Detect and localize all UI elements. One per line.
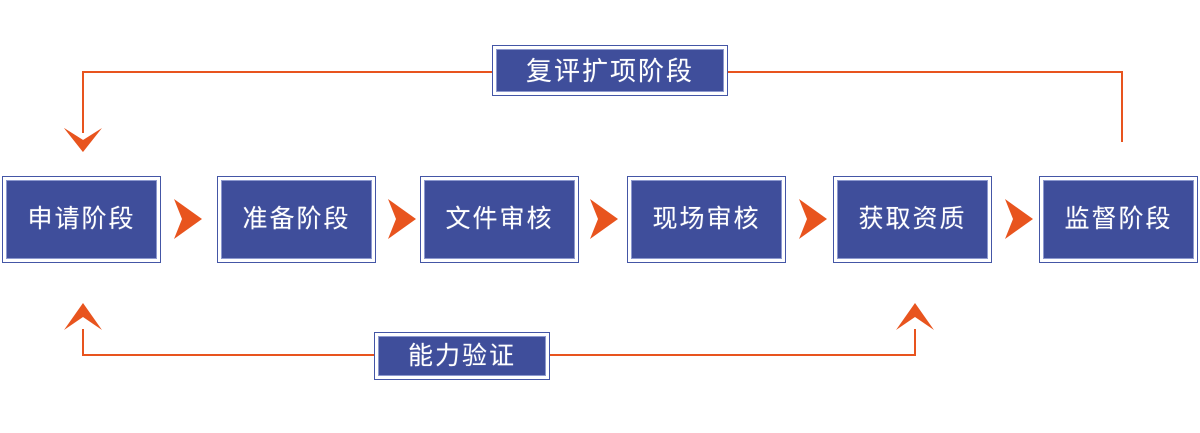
- node-supervise[interactable]: 监督阶段: [1039, 176, 1198, 263]
- node-reassessment-fill: 复评扩项阶段: [496, 49, 724, 92]
- bottom-feedback-connector-right: [550, 329, 916, 356]
- arrowhead-up-to-apply: [64, 303, 102, 330]
- node-qualify-fill: 获取资质: [837, 180, 988, 259]
- chevron-onsite-to-qualify: [799, 199, 827, 239]
- node-proficiency[interactable]: 能力验证: [374, 332, 550, 380]
- bottom-feedback-connector-left: [82, 329, 374, 356]
- node-prepare-label: 准备阶段: [242, 205, 351, 233]
- node-qualify[interactable]: 获取资质: [833, 176, 992, 263]
- node-doc-review[interactable]: 文件审核: [420, 176, 579, 263]
- node-onsite-label: 现场审核: [652, 205, 761, 233]
- node-qualify-label: 获取资质: [858, 205, 967, 233]
- node-apply-label: 申请阶段: [27, 205, 136, 233]
- top-feedback-connector: [82, 71, 1123, 142]
- node-reassessment[interactable]: 复评扩项阶段: [492, 45, 728, 96]
- chevron-prepare-to-doc-review: [388, 199, 416, 239]
- chevron-apply-to-prepare: [174, 199, 202, 239]
- node-proficiency-fill: 能力验证: [378, 336, 546, 376]
- node-supervise-label: 监督阶段: [1064, 205, 1173, 233]
- node-apply-fill: 申请阶段: [6, 180, 157, 259]
- node-apply[interactable]: 申请阶段: [2, 176, 161, 263]
- chevron-doc-review-to-onsite: [590, 199, 618, 239]
- node-proficiency-label: 能力验证: [407, 341, 516, 370]
- node-prepare-fill: 准备阶段: [221, 180, 372, 259]
- node-supervise-fill: 监督阶段: [1043, 180, 1194, 259]
- node-prepare[interactable]: 准备阶段: [217, 176, 376, 263]
- node-doc-review-label: 文件审核: [445, 205, 554, 233]
- node-onsite[interactable]: 现场审核: [627, 176, 786, 263]
- arrowhead-down-to-apply: [64, 128, 102, 152]
- node-reassessment-label: 复评扩项阶段: [525, 55, 694, 86]
- node-doc-review-fill: 文件审核: [424, 180, 575, 259]
- chevron-qualify-to-supervise: [1005, 199, 1033, 239]
- arrowhead-up-to-qualify: [896, 303, 934, 330]
- node-onsite-fill: 现场审核: [631, 180, 782, 259]
